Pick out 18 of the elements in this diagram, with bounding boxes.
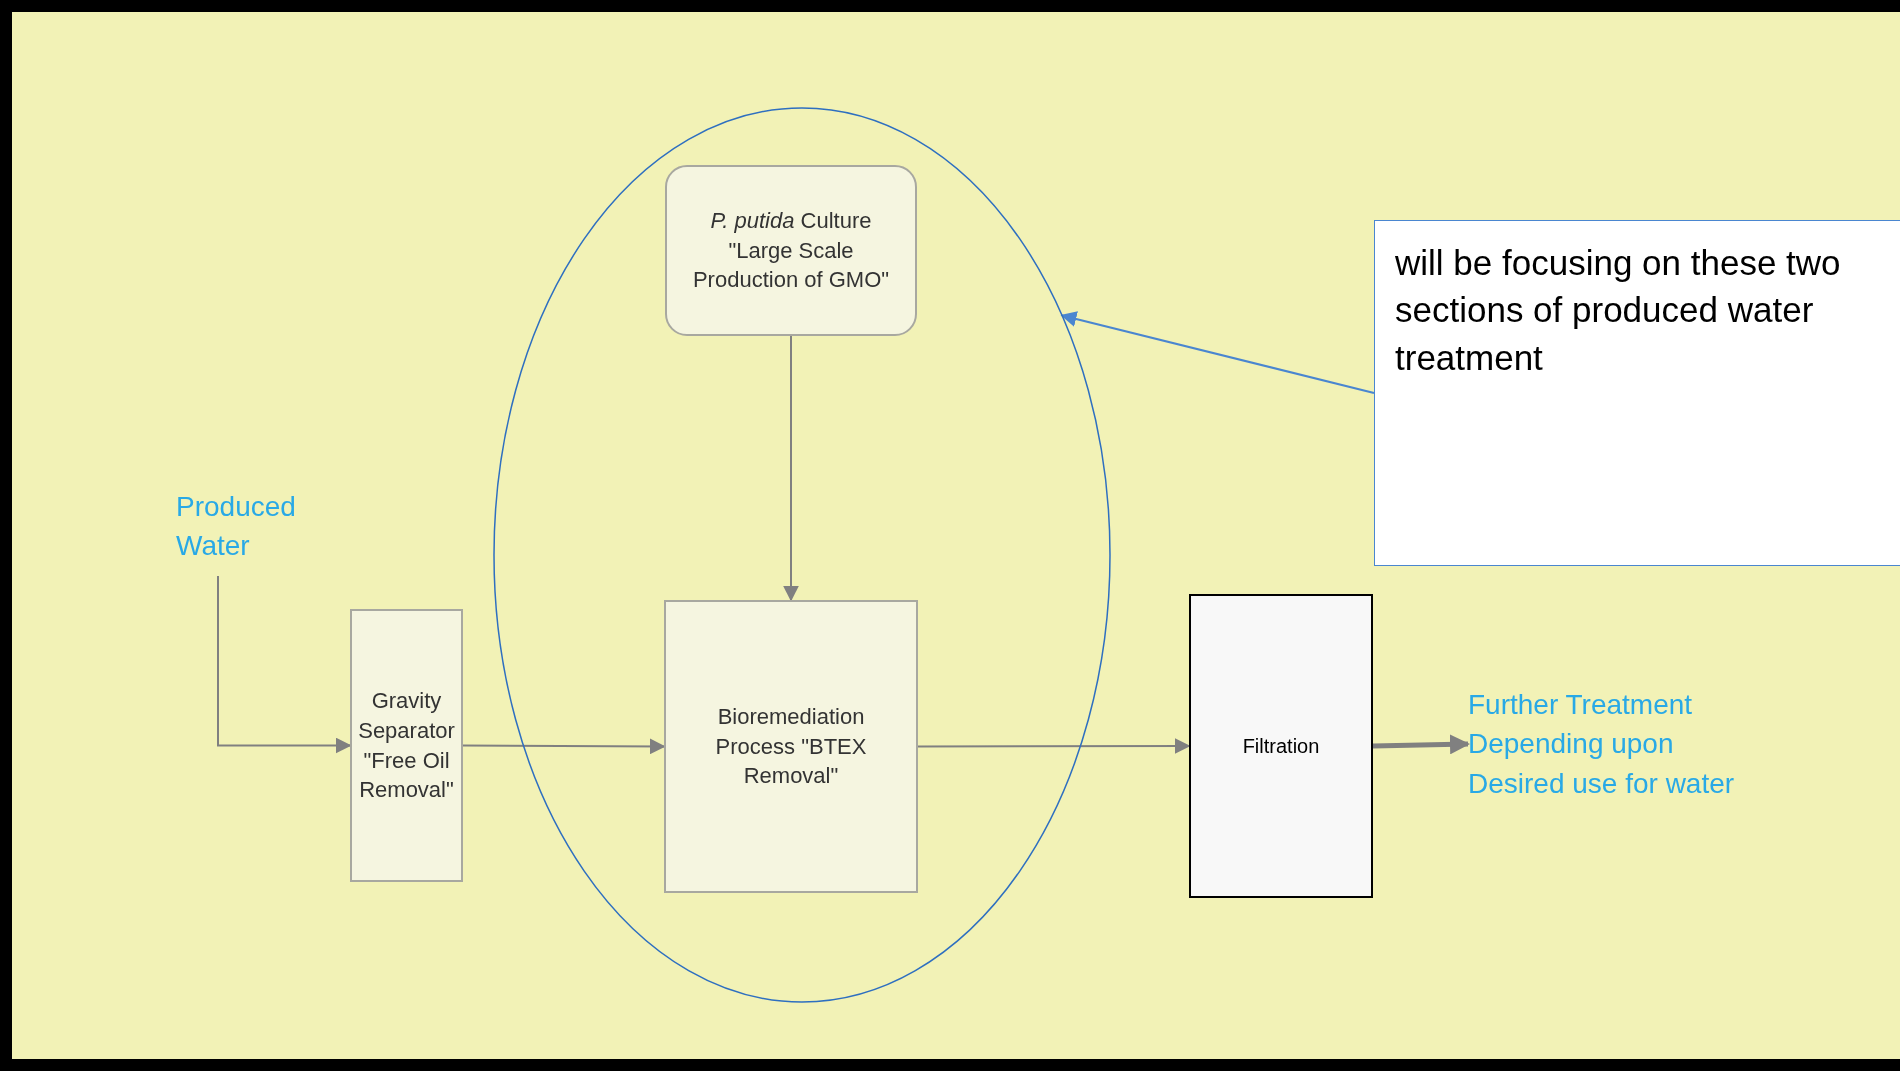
- process-box: [1189, 594, 1373, 898]
- box-label: P. putida Culture "Large Scale Production of GMO": [691, 206, 891, 295]
- flow-arrow: [1372, 734, 1470, 755]
- flow-label: Further Treatment Depending upon Desired use for water: [1468, 688, 1736, 801]
- flow-arrow: [783, 335, 799, 602]
- box-label: Gravity Separator "Free Oil Removal": [357, 687, 456, 805]
- process-box: [664, 600, 918, 893]
- callout-box: [1374, 220, 1900, 566]
- callout-text: will be focusing on these two sections of produced water treatment: [1395, 242, 1842, 379]
- box-label: Filtration: [1242, 733, 1320, 759]
- culture-box: [665, 165, 917, 336]
- process-box: [350, 609, 463, 882]
- flow-arrow: [217, 575, 352, 754]
- leader-arrow: [1060, 311, 1375, 394]
- flow-arrow: [462, 738, 666, 755]
- flow-arrow: [917, 738, 1191, 755]
- flow-label: Produced Water: [176, 489, 297, 563]
- box-label: Bioremediation Process "BTEX Removal": [714, 702, 868, 791]
